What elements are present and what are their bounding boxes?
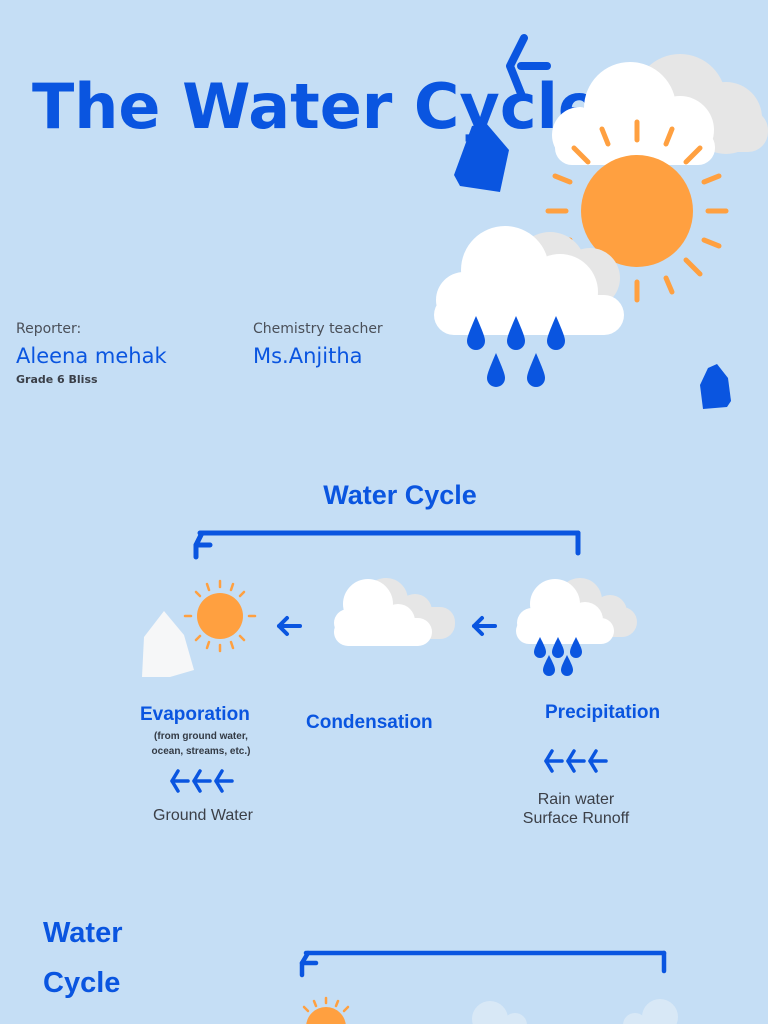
water-drop-icon — [142, 611, 194, 677]
cycle-return-arrow — [299, 950, 667, 978]
bottom-section-title: Water Cycle — [43, 917, 123, 999]
water-drop-icon — [700, 364, 731, 409]
cloud-icon — [552, 54, 768, 165]
raindrops-icon — [467, 316, 565, 387]
raindrops-icon — [534, 637, 582, 676]
arrow-left-icon — [506, 34, 551, 100]
page-title: The Water Cycle — [32, 70, 600, 143]
arrow-left-icon — [472, 616, 497, 636]
sun-icon — [302, 996, 350, 1024]
stage-condensation-label: Condensation — [306, 712, 433, 733]
reporter-grade: Grade 6 Bliss — [16, 373, 98, 386]
stage-precipitation-label: Precipitation — [545, 702, 661, 723]
reporter-label: Reporter: — [16, 321, 82, 337]
cloud-icon — [472, 1001, 527, 1024]
teacher-name: Ms.Anjitha — [253, 344, 363, 368]
stage-evaporation-label: Evaporation — [140, 704, 250, 725]
stage-evaporation-note: (from ground water, ocean, streams, etc.… — [151, 731, 251, 757]
reporter-name: Aleena mehak — [16, 344, 167, 368]
diagram-title: Water Cycle — [323, 480, 477, 510]
cycle-diagram-partial — [299, 950, 678, 1024]
water-drop-icon — [454, 123, 509, 192]
teacher-label: Chemistry teacher — [253, 321, 383, 337]
stage-precipitation-source-2: Surface Runoff — [522, 810, 630, 827]
cycle-return-arrow — [193, 530, 581, 560]
stage-evaporation-source: Ground Water — [153, 807, 253, 824]
triple-arrow-left-icon — [170, 769, 234, 793]
cloud-icon — [334, 578, 455, 646]
rain-cloud-icon — [516, 578, 637, 644]
cycle-diagram — [142, 530, 637, 677]
arrow-left-icon — [277, 616, 302, 636]
triple-arrow-left-icon — [544, 749, 608, 773]
sun-icon — [183, 579, 257, 653]
rain-cloud-icon — [434, 226, 624, 335]
cloud-icon — [623, 999, 678, 1024]
weather-illustration — [434, 34, 768, 409]
stage-precipitation-source-1: Rain water — [537, 791, 615, 808]
